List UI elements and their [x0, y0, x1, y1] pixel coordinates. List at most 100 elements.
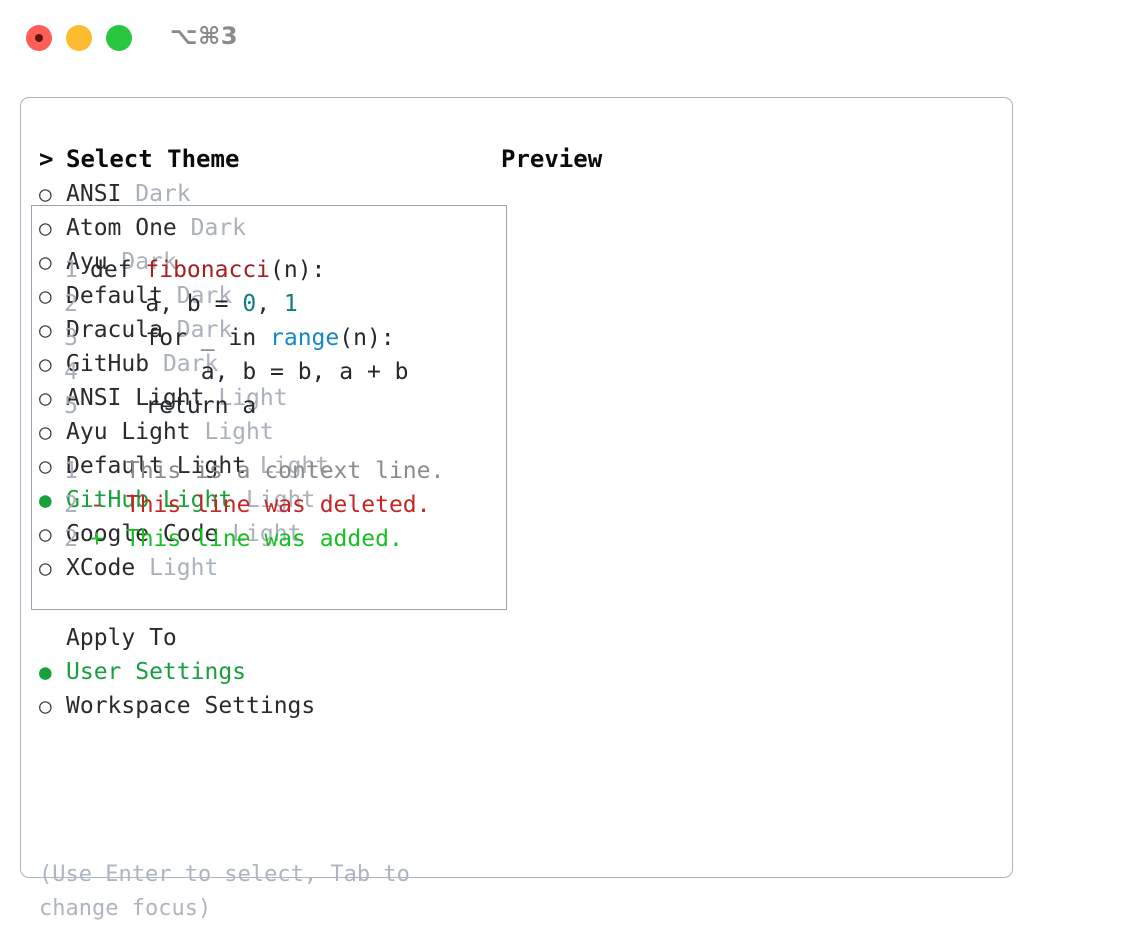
theme-option-ayu-light[interactable]: ○ Ayu Light Light [39, 419, 489, 453]
diff-line-context: 1 This is a context line. [50, 454, 444, 488]
code-token-plain: return a [90, 393, 257, 419]
code-token-num: 0 [242, 291, 257, 317]
diff-line-added: 2 + This line was added. [50, 522, 444, 556]
keyboard-hint-text: (Use Enter to select, Tab to change focu… [39, 862, 410, 921]
theme-picker-header: > Select Theme [39, 145, 489, 181]
apply-to-heading-row: ○ Apply To [39, 625, 489, 659]
diff-sign: - [90, 492, 104, 518]
close-window-button[interactable] [26, 25, 52, 51]
radio-unselected-icon: ○ [39, 454, 52, 478]
diff-line-number: 2 [64, 526, 78, 552]
theme-option-label: Atom One [66, 215, 177, 241]
diff-sign [90, 454, 112, 488]
diff-sign: + [90, 526, 104, 552]
theme-option-atom-one[interactable]: ○ Atom One Dark [39, 215, 489, 249]
apply-to-option-label: User Settings [66, 659, 247, 685]
theme-option-xcode[interactable]: ○ XCode Light [39, 555, 489, 589]
theme-option-label: XCode [66, 555, 136, 581]
radio-unselected-icon: ○ [39, 352, 52, 376]
diff-line-deleted: 2- This line was deleted. [50, 488, 444, 522]
prompt-caret-icon: > [39, 145, 54, 173]
radio-unselected-icon: ○ [39, 250, 52, 274]
theme-variant-label: Dark [176, 317, 233, 343]
apply-to-title: Apply To [66, 625, 177, 651]
apply-to-option-label: Workspace Settings [66, 693, 316, 719]
radio-selected-icon: ● [39, 488, 52, 512]
code-token-call: range [270, 325, 340, 351]
theme-option-label: Default Light [66, 453, 247, 479]
theme-variant-label: Dark [121, 249, 177, 275]
theme-option-google-code[interactable]: ○Google Code Light [39, 521, 489, 555]
preview-pane: Preview [501, 145, 1001, 191]
keyboard-shortcut-label: ⌥⌘3 [170, 22, 239, 50]
theme-option-dracula[interactable]: ○Dracula Dark [39, 317, 489, 351]
apply-to-option-user-settings[interactable]: ● User Settings [39, 659, 489, 693]
theme-option-ayu[interactable]: ○Ayu Dark [39, 249, 489, 283]
code-line: 1 def fibonacci(n): [50, 253, 409, 287]
diff-text: This line was deleted. [112, 492, 431, 518]
theme-option-default-light[interactable]: ○Default Light Light [39, 453, 489, 487]
panel-columns: > Select Theme ○ANSI Dark○Atom One Dark○… [21, 98, 1012, 921]
code-token-plain: def [90, 257, 146, 283]
code-token-plain: (n): [339, 325, 395, 351]
theme-option-spacer [121, 181, 135, 207]
theme-variant-label: Light [246, 487, 316, 513]
theme-option-ansi[interactable]: ○ ANSI Dark [39, 181, 489, 215]
minimize-window-button[interactable] [66, 25, 92, 51]
diff-text: This line was added. [112, 526, 403, 552]
code-token-func: fibonacci [145, 257, 271, 283]
diff-text: This is a context line. [112, 458, 445, 484]
code-line: 4 a, b = b, a + b [50, 355, 409, 389]
theme-option-label: ANSI [66, 181, 122, 207]
theme-option-label: Default [66, 283, 163, 309]
code-line: 2 a, b = 0, 1 [50, 287, 409, 321]
theme-option-label: ANSI Light [66, 385, 205, 411]
radio-unselected-icon: ○ [39, 420, 52, 444]
theme-option-label: Ayu Light [66, 419, 191, 445]
code-token-num: 1 [283, 291, 298, 317]
theme-option-github-light[interactable]: ● GitHub Light Light [39, 487, 489, 521]
maximize-window-button[interactable] [106, 25, 132, 51]
window-controls [26, 25, 132, 51]
apply-to-marker-placeholder: ○ [39, 626, 66, 650]
theme-picker-title: Select Theme [66, 145, 240, 173]
theme-variant-label: Light [204, 419, 274, 445]
radio-unselected-icon: ○ [39, 182, 52, 206]
theme-option-github[interactable]: ○ GitHub Dark [39, 351, 489, 385]
code-line-number: 4 [64, 359, 78, 385]
theme-option-label: Google Code [66, 521, 219, 547]
code-line-number: 5 [64, 393, 78, 419]
apply-to-list: ● User Settings ○ Workspace Settings [39, 659, 489, 727]
code-token-plain: (n): [270, 257, 326, 283]
code-line: 5 return a [50, 389, 409, 423]
theme-variant-label: Dark [135, 181, 191, 207]
theme-option-default[interactable]: ○Default Dark [39, 283, 489, 317]
radio-unselected-icon: ○ [39, 556, 52, 580]
theme-option-ansi-light[interactable]: ○ANSI Light Light [39, 385, 489, 419]
theme-variant-label: Light [149, 555, 219, 581]
theme-variant-label: Dark [190, 215, 247, 241]
theme-variant-label: Light [218, 385, 288, 411]
radio-selected-icon: ● [39, 660, 52, 684]
code-token-plain: for _ in [90, 325, 271, 351]
code-line-number: 2 [64, 291, 78, 317]
radio-unselected-icon: ○ [39, 284, 52, 308]
radio-unselected-icon: ○ [39, 694, 52, 718]
theme-picker: > Select Theme ○ANSI Dark○Atom One Dark○… [39, 145, 489, 727]
apply-to-option-workspace-settings[interactable]: ○ Workspace Settings [39, 693, 489, 727]
preview-title: Preview [501, 145, 603, 173]
code-line-number: 3 [64, 325, 78, 351]
diff-line-number: 2 [64, 492, 78, 518]
radio-unselected-icon: ○ [39, 522, 52, 546]
theme-option-label: GitHub Light [66, 487, 233, 513]
code-line-number: 1 [64, 257, 78, 283]
theme-variant-label: Dark [162, 351, 219, 377]
theme-option-label: GitHub [66, 351, 150, 377]
title-bar: ⌥⌘3 [0, 0, 1140, 76]
theme-list: ○ANSI Dark○Atom One Dark○Ayu Dark○Defaul… [39, 181, 489, 589]
theme-option-label: Dracula [66, 317, 163, 343]
code-token-plain: a, b = b, a + b [90, 359, 409, 385]
radio-unselected-icon: ○ [39, 216, 52, 240]
